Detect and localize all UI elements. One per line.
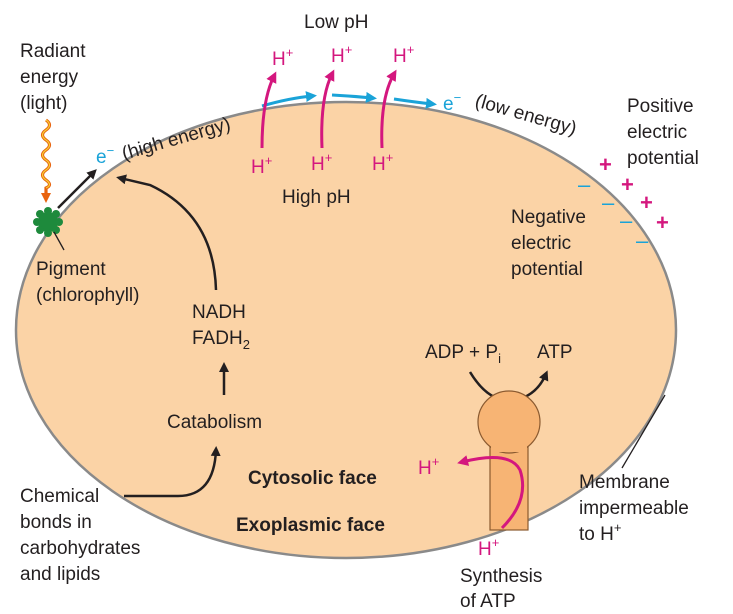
- svg-text:+: +: [640, 190, 653, 215]
- svg-text:+: +: [621, 172, 634, 197]
- adp-label: ADP + Pi: [425, 342, 501, 366]
- nadh-label: NADH: [192, 302, 246, 323]
- proton-synthase-arrow: [457, 455, 525, 530]
- positive-charges: + + + +: [599, 152, 669, 235]
- electron-flow-arrow-3: [393, 97, 437, 109]
- pigment-label: Pigment (chlorophyll): [36, 259, 139, 306]
- low-ph-label: Low pH: [304, 12, 368, 33]
- proton-bottom-3: H+: [372, 150, 393, 175]
- proton-pump-arrow-2: [320, 69, 335, 149]
- svg-text:–: –: [602, 190, 615, 215]
- bonds-to-catabolism-arrow: [124, 446, 221, 498]
- svg-text:+: +: [599, 152, 612, 177]
- high-ph-label: High pH: [282, 187, 351, 208]
- proton-top-1: H+: [272, 45, 293, 70]
- electron-low-label: e−: [443, 90, 461, 115]
- proton-top-3: H+: [393, 42, 414, 67]
- proton-pump-arrow-1: [260, 71, 277, 149]
- pigment-icon: [33, 207, 63, 237]
- proton-top-2: H+: [331, 42, 352, 67]
- membrane-label: Membrane impermeable to H+: [579, 472, 694, 545]
- positive-potential-label: Positive electric potential: [627, 96, 699, 169]
- negative-charges: – – – –: [578, 172, 649, 253]
- proton-bottom-2: H+: [311, 150, 332, 175]
- proton-synthase-out: H+: [418, 454, 439, 479]
- cell-membrane: [14, 100, 678, 560]
- cytosolic-face-label: Cytosolic face: [248, 468, 377, 489]
- svg-text:–: –: [636, 228, 649, 253]
- exoplasmic-face-label: Exoplasmic face: [236, 515, 385, 536]
- synthesis-label: Synthesis of ATP: [460, 566, 548, 612]
- proton-synthase-in: H+: [478, 535, 499, 560]
- negative-potential-label: Negative electric potential: [511, 207, 591, 280]
- atp-label: ATP: [537, 342, 573, 363]
- svg-text:+: +: [656, 210, 669, 235]
- svg-text:–: –: [578, 172, 591, 197]
- chemical-bonds-label: Chemical bonds in carbohydrates and lipi…: [20, 486, 146, 585]
- proton-pump-arrow-3: [380, 69, 397, 149]
- electron-high-label: e−: [96, 143, 114, 168]
- radiant-energy-label: Radiant energy (light): [20, 41, 91, 114]
- fadh-label: FADH2: [192, 328, 250, 352]
- nadh-to-electron-arrow: [116, 174, 218, 291]
- catabolism-label: Catabolism: [167, 412, 262, 433]
- electron-flow-arrow-2: [331, 91, 377, 103]
- svg-text:–: –: [620, 208, 633, 233]
- proton-bottom-1: H+: [251, 153, 272, 178]
